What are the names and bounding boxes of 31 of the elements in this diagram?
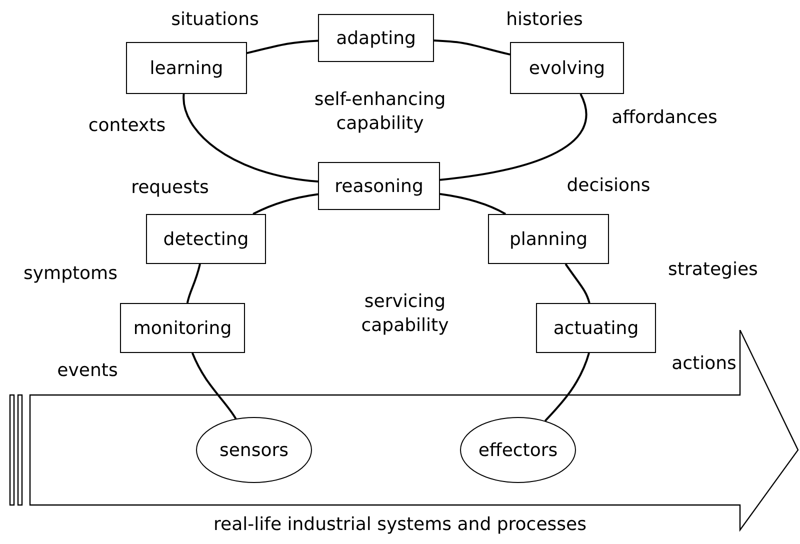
connector-line (440, 94, 587, 181)
text-label: strategies (667, 258, 759, 282)
text-label: servicing capability (360, 290, 450, 338)
text-label: contexts (87, 114, 167, 138)
connector-line (544, 352, 590, 422)
process-box: planning (488, 214, 609, 264)
text-label: affordances (610, 106, 718, 130)
connector-line (246, 40, 318, 54)
process-box: adapting (318, 14, 434, 62)
connector-line (252, 193, 318, 215)
connector-line (186, 264, 201, 304)
connector-line (182, 94, 318, 182)
process-box: learning (126, 42, 247, 94)
text-label: actions (670, 352, 738, 376)
process-box: detecting (146, 214, 266, 264)
text-label: self-enhancing capability (313, 88, 447, 136)
text-label: decisions (566, 174, 652, 198)
connector-line (191, 352, 237, 420)
connector-line (440, 193, 506, 215)
process-box: reasoning (318, 162, 440, 210)
text-label: symptoms (22, 262, 118, 286)
text-label: events (56, 359, 119, 383)
process-box: actuating (536, 303, 656, 353)
band-caption: real-life industrial systems and processes (212, 514, 588, 535)
text-label: situations (170, 8, 260, 32)
text-label: histories (505, 8, 584, 32)
connector-line (434, 40, 510, 56)
connector-line (564, 263, 590, 304)
process-box: evolving (510, 42, 624, 94)
text-label: requests (130, 176, 210, 200)
process-box: monitoring (120, 303, 245, 353)
